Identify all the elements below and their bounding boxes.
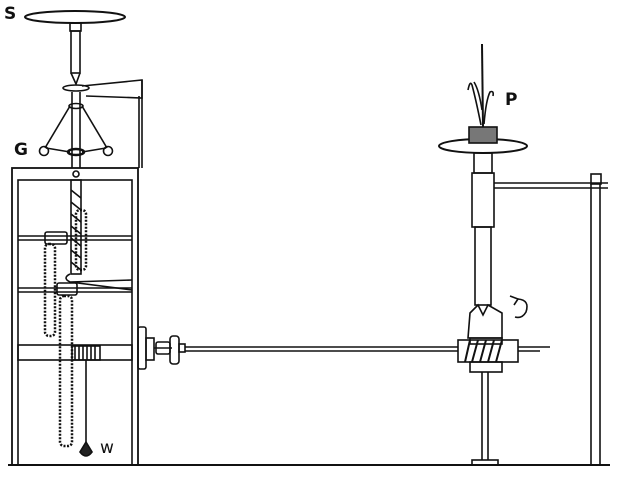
label-G: G <box>14 140 28 160</box>
drive-shaft <box>137 326 550 370</box>
bracket-arm <box>62 79 143 168</box>
label-S: S <box>4 4 17 24</box>
label-W: w <box>100 438 114 458</box>
top-disc-S <box>24 10 126 87</box>
side-support <box>494 173 608 466</box>
weight-W <box>79 360 93 457</box>
label-P: P <box>505 90 518 110</box>
plant-pot-P <box>467 43 498 144</box>
governor-G <box>38 92 114 168</box>
gear-train <box>43 208 101 448</box>
